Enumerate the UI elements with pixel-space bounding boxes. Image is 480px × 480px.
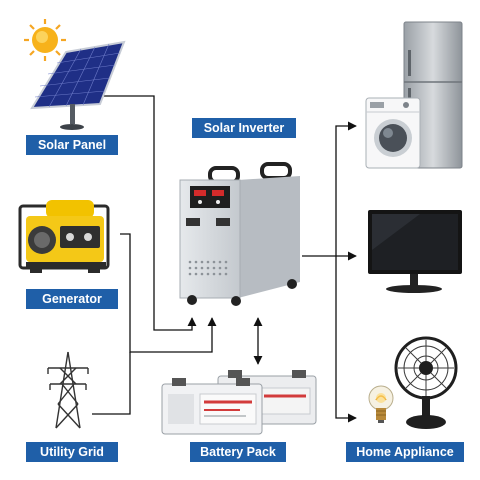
utility-grid-label: Utility Grid — [26, 442, 118, 462]
connectors — [92, 95, 357, 423]
fan-icon — [394, 336, 458, 429]
home-appliance-label: Home Appliance — [346, 442, 464, 462]
solar-panel-label: Solar Panel — [26, 135, 118, 155]
washing-machine-icon — [365, 97, 421, 169]
solar-to-inverter-line — [104, 95, 197, 331]
tv-icon — [368, 210, 462, 293]
battery-icon — [161, 370, 317, 435]
light-bulb-icon — [368, 385, 394, 423]
solar-inverter-label: Solar Inverter — [192, 118, 296, 138]
grid-to-inverter-line — [92, 352, 131, 415]
sun-icon — [24, 19, 66, 61]
inverter-to-fan-branch — [335, 256, 357, 423]
inverter-icon — [179, 162, 300, 306]
battery-pack-label: Battery Pack — [190, 442, 286, 462]
generator-label: Generator — [26, 289, 118, 309]
solar-panel-icon — [30, 40, 126, 130]
generator-icon — [18, 200, 110, 273]
transmission-tower-icon — [47, 351, 89, 429]
inverter-to-appliance-trunk — [302, 121, 357, 257]
